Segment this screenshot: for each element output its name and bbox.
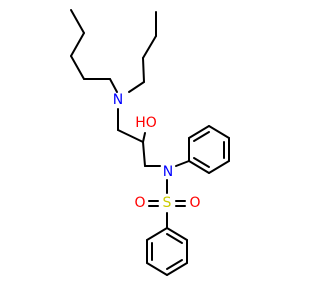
bond (208, 125, 230, 139)
bond (193, 131, 210, 142)
bond (142, 141, 146, 167)
bond-lines (70, 9, 230, 276)
bond (146, 227, 168, 241)
bond (166, 259, 183, 270)
atom-label-oxygen-right: O (189, 195, 200, 211)
atom-label-sulfur: S (163, 195, 172, 211)
bond (175, 160, 190, 167)
bond (70, 55, 85, 80)
molecule-structure: N HO N S O O (70, 9, 230, 276)
bond (166, 233, 183, 244)
bond (117, 129, 144, 143)
bond (70, 32, 85, 57)
bond (70, 9, 85, 34)
bond (142, 35, 157, 59)
atom-label-oxygen-left: O (134, 195, 145, 211)
atom-label-hydroxyl: HO (135, 115, 157, 131)
bond (128, 81, 145, 93)
bond (142, 132, 146, 143)
bond (166, 227, 188, 241)
bond (193, 157, 210, 168)
bond (166, 262, 188, 276)
bond (188, 125, 210, 139)
bond (208, 160, 230, 174)
atom-label-n-amine: N (113, 92, 123, 108)
bond (188, 160, 210, 174)
bond (142, 57, 145, 83)
atom-label-n-sulfonamide: N (163, 164, 173, 180)
bond (109, 78, 118, 93)
bond (146, 262, 168, 276)
